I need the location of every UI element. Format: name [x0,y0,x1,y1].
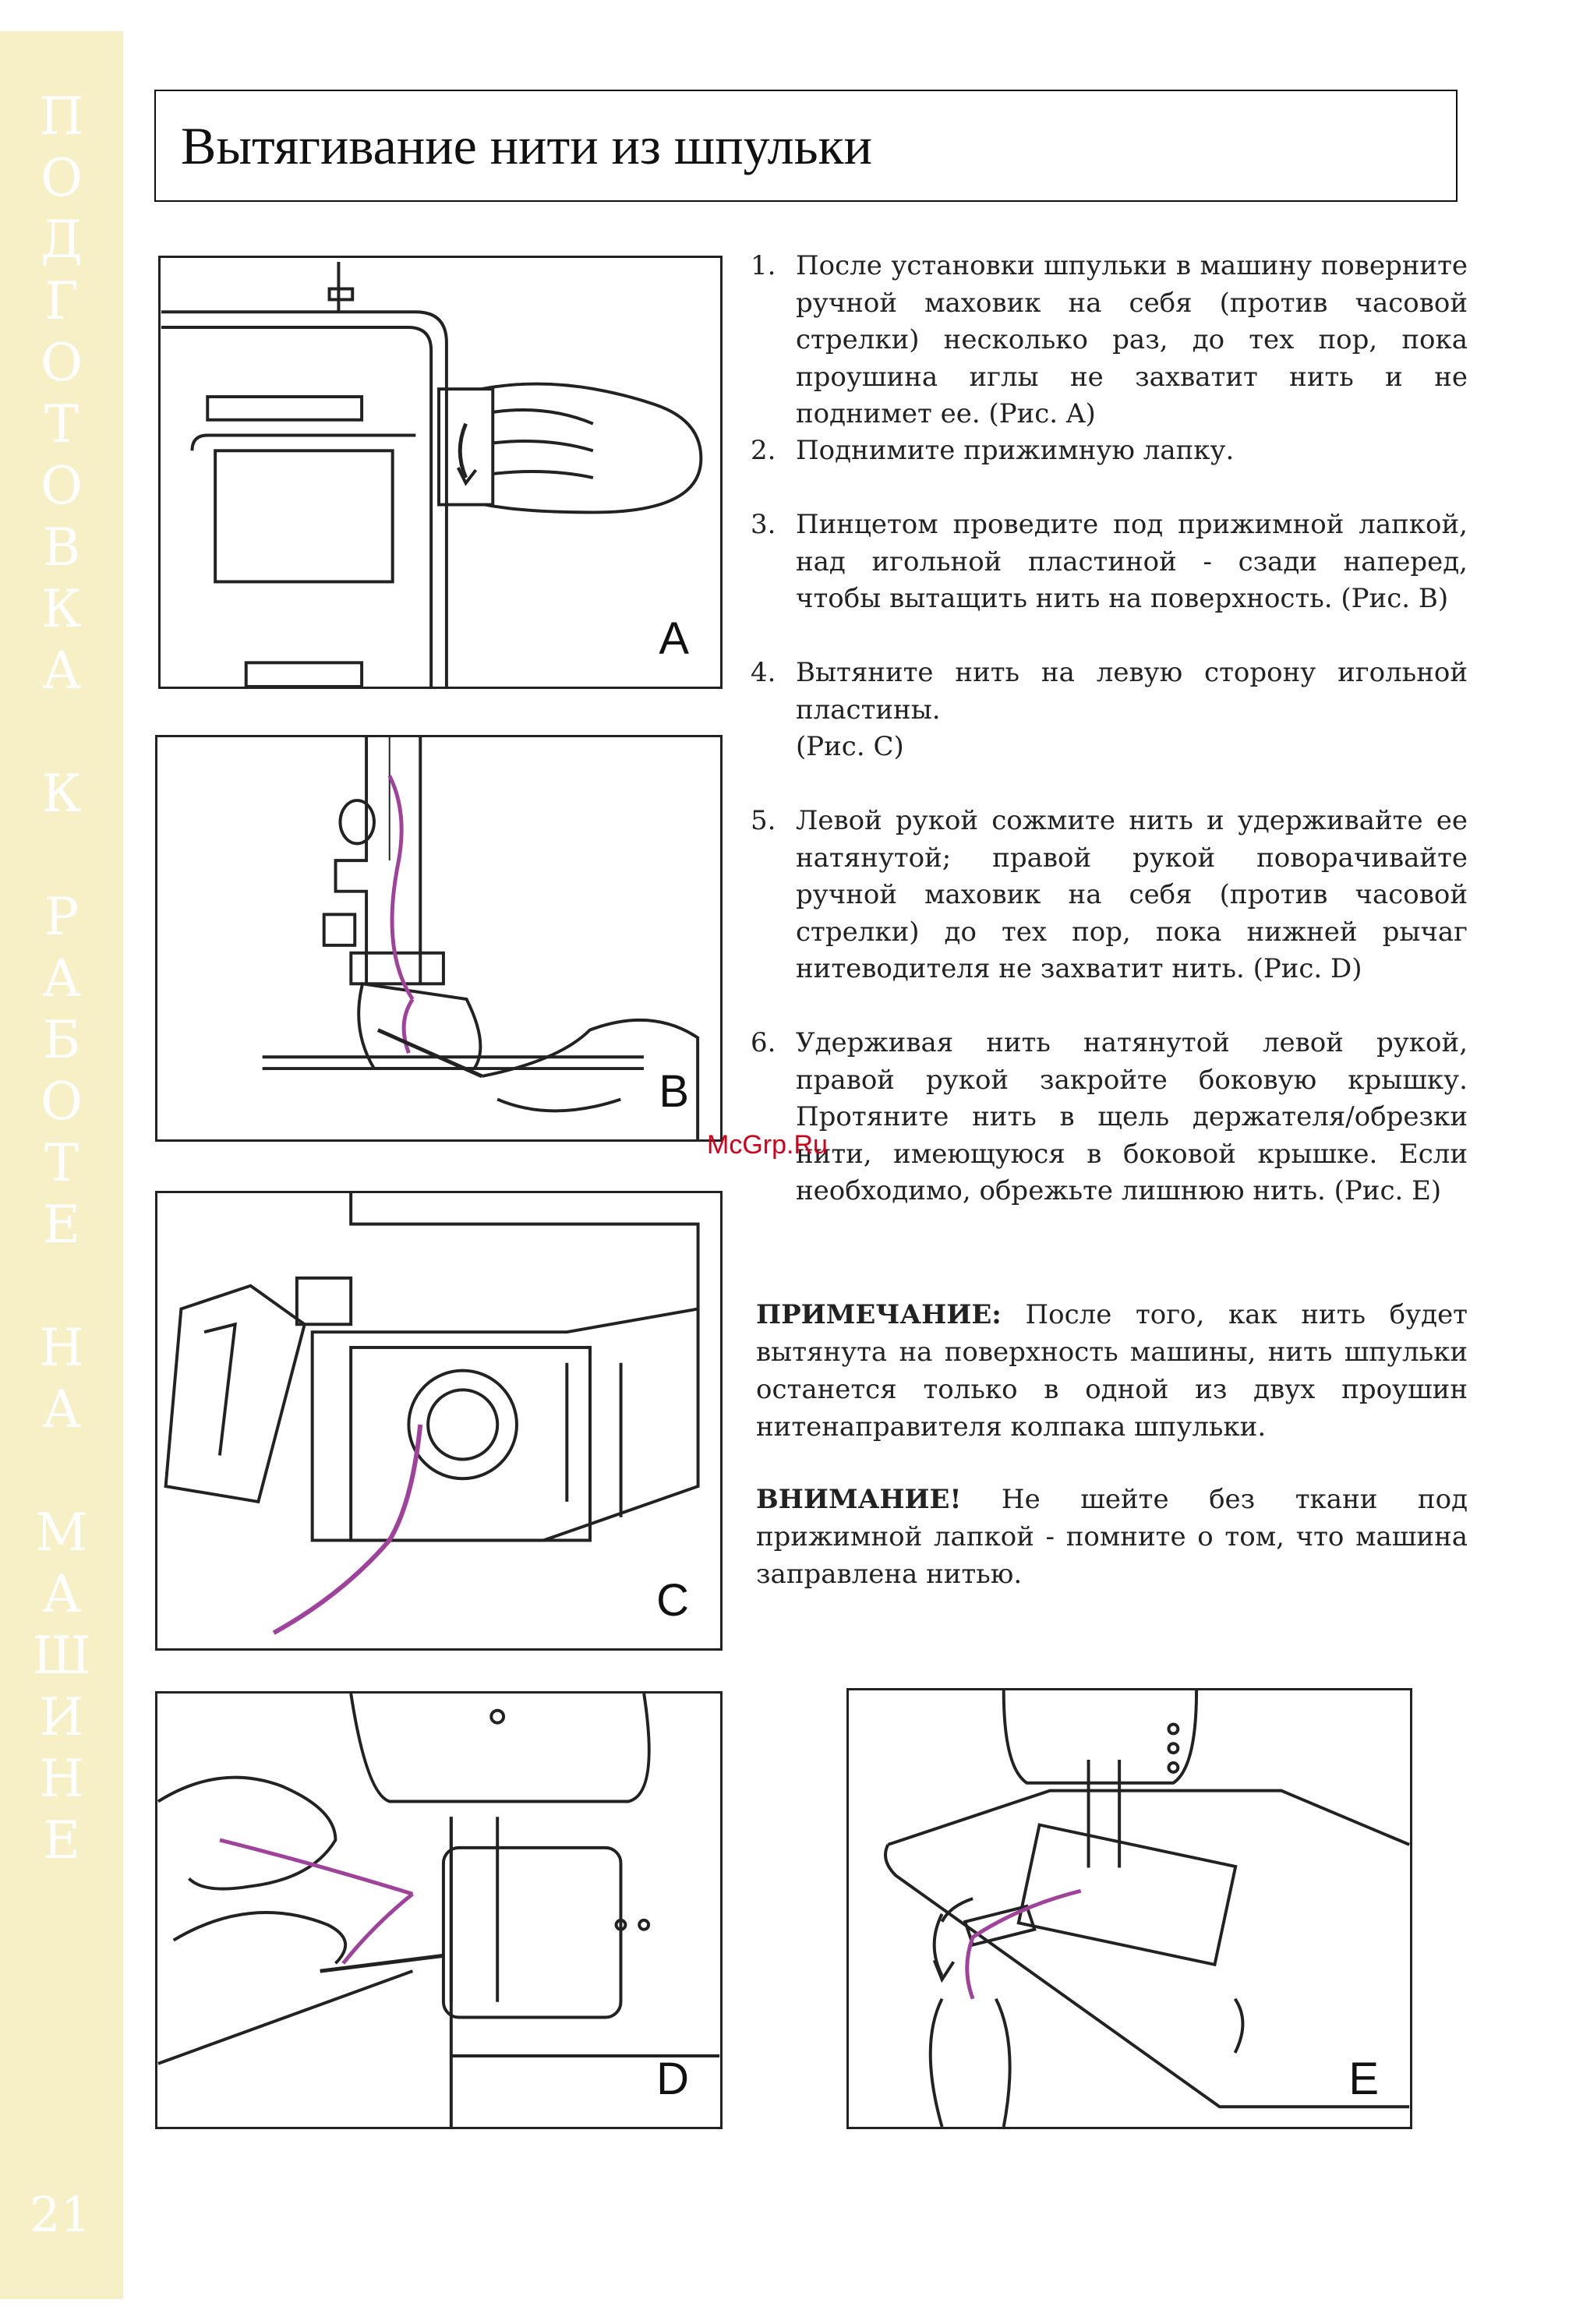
sidebar-letter: А [42,1564,81,1624]
step-4: 4. Вытяните нить на левую сторону игольн… [751,655,1468,766]
sidebar-letter: Е [42,1195,81,1255]
figure-b-illustration [262,737,700,1139]
note-paragraph: ПРИМЕЧАНИЕ: После того, как нить будет в… [756,1296,1468,1446]
sidebar-letter: К [41,579,82,639]
figure-d-label: D [656,2054,689,2104]
sidebar-letter: Е [42,1810,81,1870]
step-text: После установки шпульки в машину поверни… [796,250,1468,429]
page-number: 21 [30,2186,91,2243]
sidebar-band: П О Д Г О Т О В К А К Р А Б О Т Е Н А М … [0,31,123,2299]
step-2: 2. Поднимите прижимную лапку. [751,433,1468,470]
figure-e-illustration [884,1690,1410,2127]
step-3: 3. Пинцетом проведите под прижимной лапк… [751,507,1468,618]
figure-a: A [158,256,723,689]
sidebar-letter: Т [44,394,80,454]
figure-e-label: E [1348,2054,1379,2104]
sidebar-letter: И [39,1687,84,1747]
figure-e: E [846,1688,1412,2129]
step-6: 6. Удерживая нить натянутой левой рукой,… [751,1025,1468,1210]
step-5: 5. Левой рукой сожмите нить и удерживайт… [751,803,1468,988]
sidebar-letter: А [42,948,81,1008]
step-text: Удерживая нить натянутой левой рукой, пр… [796,1027,1468,1206]
warning-label: ВНИМАНИЕ! [756,1484,962,1515]
warning-paragraph: ВНИМАНИЕ! Не шейте без ткани под прижимн… [756,1481,1468,1593]
step-text: Пинцетом проведите под прижимной лапкой,… [796,509,1468,614]
step-number: 5. [751,805,776,836]
sidebar-letter: Н [39,1318,84,1378]
figure-a-illustration [161,261,703,687]
note-label: ПРИМЕЧАНИЕ: [756,1299,1002,1330]
note-text: После того, как нить будет вытянута на п… [756,1299,1468,1443]
sidebar-letter: А [42,641,81,701]
watermark: McGrp.Ru [707,1130,828,1160]
step-number: 3. [751,509,776,540]
sidebar-letter: О [40,456,83,516]
sidebar-letter: П [39,87,84,147]
sidebar-letter: Т [44,1133,80,1193]
sidebar-letter: Д [41,210,83,270]
sidebar-letter: Н [39,1749,84,1809]
figure-b: B [155,735,723,1142]
figure-d: D [155,1691,723,2129]
figure-b-label: B [659,1066,689,1117]
figure-a-label: A [659,613,689,664]
title-box: Вытягивание нити из шпульки [154,90,1458,202]
sidebar-letter: М [35,1503,88,1563]
sidebar-letter: Г [44,271,79,331]
step-number: 4. [751,657,776,688]
step-4-figure-ref: (Рис. C) [796,731,904,762]
step-1: 1. После установки шпульки в машину пове… [751,248,1468,433]
sidebar-letter: В [42,517,81,577]
sidebar-letter: Ш [32,1626,91,1686]
figure-c-illustration [164,1193,700,1635]
sidebar-letter: О [40,1072,83,1132]
sidebar-letter: О [40,333,83,393]
warning-text: Не шейте без ткани под прижимной лапкой … [756,1484,1468,1590]
page-title: Вытягивание нити из шпульки [181,115,873,175]
sidebar-letter: К [41,764,82,824]
step-text: Вытяните нить на левую сторону игольной … [796,657,1468,726]
figure-c-label: C [656,1575,689,1626]
sidebar-letter: Б [42,1010,81,1070]
step-number: 2. [751,435,776,466]
step-number: 1. [751,250,776,281]
sidebar-letter: А [42,1379,81,1439]
figure-d-illustration [157,1694,720,2127]
sidebar-section-title: П О Д Г О Т О В К А К Р А Б О Т Е Н А М … [0,86,123,1871]
sidebar-letter: Р [44,887,80,947]
step-text: Поднимите прижимную лапку. [796,435,1235,466]
step-text: Левой рукой сожмите нить и удерживайте е… [796,805,1468,984]
step-number: 6. [751,1027,776,1058]
figure-c: C [155,1191,723,1651]
sidebar-letter: О [40,148,83,208]
